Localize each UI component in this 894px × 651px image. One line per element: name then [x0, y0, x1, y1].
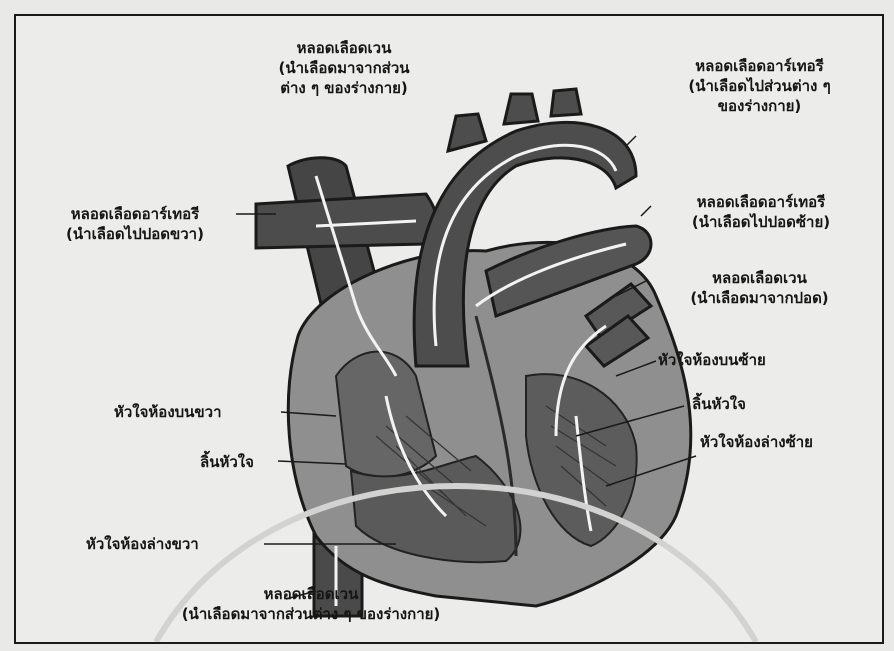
- diagram-frame: หลอดเลือดเวน (นำเลือดมาจากส่วน ต่าง ๆ ขอ…: [14, 14, 884, 644]
- label-vena-cava-top: หลอดเลือดเวน (นำเลือดมาจากส่วน ต่าง ๆ ขอ…: [244, 38, 444, 98]
- label-right-ventricle: หัวใจห้องล่างขวา: [86, 534, 199, 554]
- label-left-ventricle: หัวใจห้องล่างซ้าย: [700, 432, 813, 452]
- aorta-branch-1: [448, 114, 486, 151]
- aorta-branch-3: [551, 89, 581, 116]
- label-pulmonary-vein: หลอดเลือดเวน (นำเลือดมาจากปอด): [652, 268, 867, 308]
- label-pulmonary-artery-left: หลอดเลือดอาร์เทอรี (นำเลือดไปปอดซ้าย): [656, 192, 866, 232]
- label-left-atrium: หัวใจห้องบนซ้าย: [658, 350, 766, 370]
- label-pulmonary-artery-right: หลอดเลือดอาร์เทอรี (นำเลือดไปปอดขวา): [20, 204, 250, 244]
- label-valve-right: ลิ้นหัวใจ: [200, 452, 254, 472]
- label-aorta: หลอดเลือดอาร์เทอรี (นำเลือดไปส่วนต่าง ๆ …: [652, 56, 867, 116]
- label-valve-left: ลิ้นหัวใจ: [692, 394, 746, 414]
- aorta-branch-2: [504, 94, 538, 124]
- label-right-atrium: หัวใจห้องบนขวา: [114, 402, 222, 422]
- label-vena-cava-bottom: หลอดเลือดเวน (นำเลือดมาจากส่วนต่าง ๆ ของ…: [126, 584, 496, 624]
